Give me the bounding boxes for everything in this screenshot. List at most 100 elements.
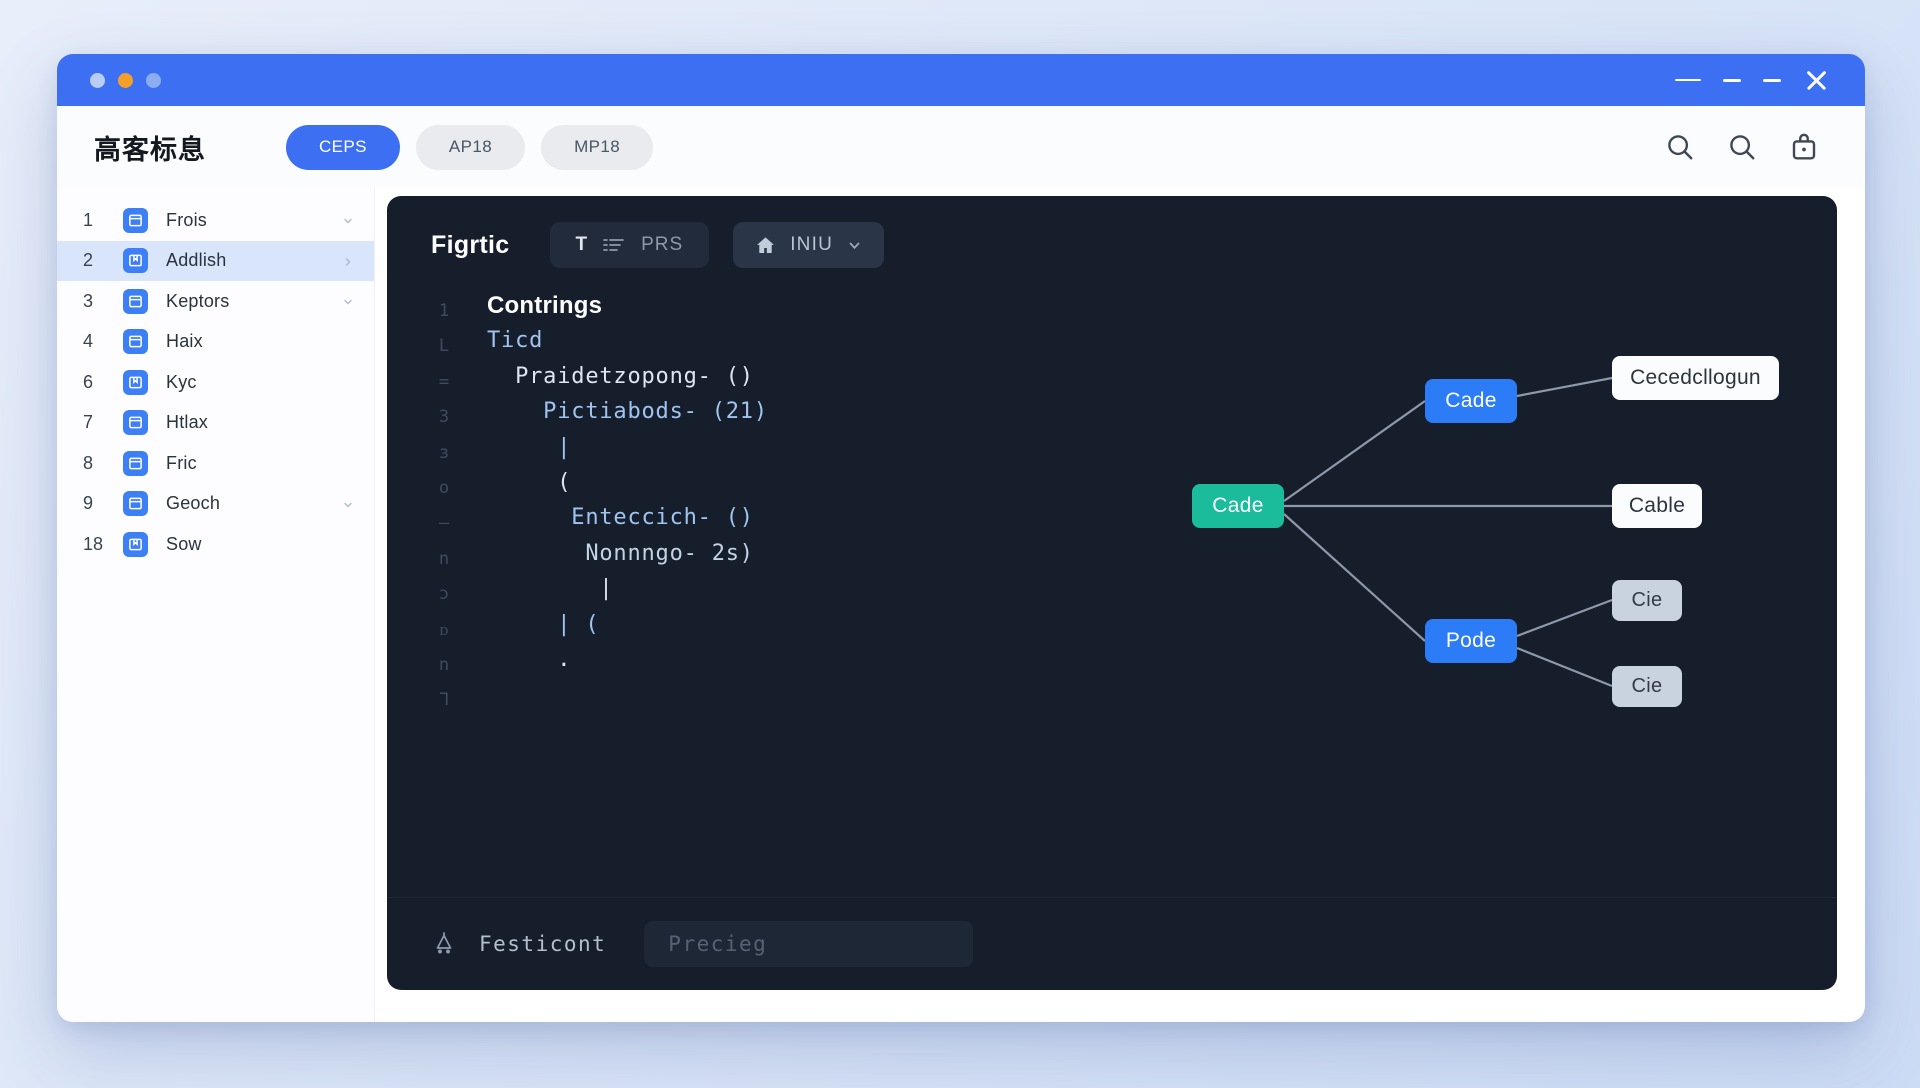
footer-input-placeholder: Precieg	[668, 932, 768, 956]
sidebar-item-haix[interactable]: 4 Haix	[57, 322, 374, 363]
app-body: 1 Frois 2 Addlish 3 Keptors 4 Haix	[57, 188, 1865, 1022]
tree-node-pode[interactable]: Pode	[1425, 619, 1517, 663]
line-number: ᴅ	[439, 619, 449, 640]
home-icon	[755, 235, 776, 256]
sidebar-item-label: Addlish	[166, 250, 227, 271]
editor-panel: Figrtic T PRS	[387, 196, 1837, 990]
line-number: —	[438, 513, 450, 534]
tab-mp18[interactable]: MP18	[541, 124, 654, 170]
sidebar-item-label: Haix	[166, 331, 203, 352]
app-window: 高客标息 CEPS AP18 MP18	[57, 54, 1865, 1022]
minimize-dot-icon[interactable]	[118, 72, 133, 88]
sidebar: 1 Frois 2 Addlish 3 Keptors 4 Haix	[57, 188, 375, 1022]
line-number-gutter: 1 L = 3 з o — n ɔ ᴅ n ᒣ	[431, 294, 457, 719]
bookmark-icon	[123, 369, 148, 395]
window-controls	[1675, 67, 1829, 93]
bag-lock-icon[interactable]	[1789, 132, 1819, 162]
footer-input[interactable]: Precieg	[644, 921, 974, 967]
chevron-right-icon[interactable]	[342, 255, 354, 267]
window-icon	[123, 207, 148, 233]
code-line: Praidetzopong- ()	[487, 363, 754, 389]
row-number: 6	[83, 371, 94, 392]
search-icon[interactable]	[1665, 132, 1695, 162]
search-icon[interactable]	[1727, 132, 1757, 162]
tree-node-root[interactable]: Cade	[1192, 484, 1284, 528]
sidebar-item-geoch[interactable]: 9 Geoch	[57, 484, 374, 525]
tree-node-cie[interactable]: Cie	[1612, 666, 1682, 707]
panel-toolbar: Figrtic T PRS	[387, 196, 1837, 268]
window-icon	[123, 410, 148, 436]
window-icon	[123, 450, 148, 476]
row-number: 8	[83, 452, 94, 473]
chevron-down-icon[interactable]	[342, 498, 354, 510]
tab-ap18[interactable]: AP18	[415, 124, 526, 170]
sidebar-item-label: Sow	[166, 533, 202, 554]
tree-edges	[1283, 376, 1613, 688]
sidebar-item-htlax[interactable]: 7 Htlax	[57, 403, 374, 444]
code-line: | (	[487, 611, 600, 637]
chevron-down-icon[interactable]	[342, 295, 354, 307]
chevron-down-icon[interactable]	[342, 214, 354, 226]
sidebar-item-label: Frois	[166, 209, 207, 230]
traffic-lights	[90, 72, 161, 88]
sidebar-item-addlish[interactable]: 2 Addlish	[57, 240, 374, 281]
title-bar	[57, 54, 1865, 106]
code-line: |	[487, 576, 614, 602]
maximize-icon[interactable]	[1763, 78, 1781, 82]
tab-ceps[interactable]: CEPS	[286, 124, 400, 170]
tree-node-cie[interactable]: Cie	[1612, 580, 1682, 621]
row-number: 18	[83, 533, 104, 554]
sidebar-item-sow[interactable]: 18 Sow	[57, 524, 374, 565]
close-icon[interactable]	[1803, 67, 1829, 93]
code-line: |	[487, 434, 572, 460]
prs-label: PRS	[641, 234, 684, 255]
tree-node-cade[interactable]: Cade	[1425, 379, 1517, 423]
panel-container: Figrtic T PRS	[375, 188, 1865, 1022]
sparkle-icon[interactable]	[431, 931, 457, 957]
close-dot-icon[interactable]	[90, 72, 105, 88]
sidebar-item-keptors[interactable]: 3 Keptors	[57, 281, 374, 322]
tree-node-cable[interactable]: Cable	[1612, 484, 1702, 528]
sidebar-item-label: Htlax	[166, 412, 209, 433]
line-number: ɔ	[438, 584, 450, 605]
line-number: 1	[438, 301, 450, 321]
window-icon	[123, 288, 148, 314]
line-number: з	[438, 442, 450, 463]
sidebar-item-kyc[interactable]: 6 Kyc	[57, 362, 374, 403]
tree-node-cecedcllogun[interactable]: Cecedcllogun	[1612, 356, 1779, 400]
sidebar-item-frois[interactable]: 1 Frois	[57, 200, 374, 241]
window-icon	[123, 491, 148, 517]
header-actions	[1665, 132, 1819, 162]
line-number: n	[438, 548, 450, 569]
footer-label: Festicont	[479, 932, 607, 956]
restore-icon[interactable]	[1723, 78, 1741, 82]
scope-selector[interactable]: INIU	[733, 222, 884, 268]
sidebar-item-fric[interactable]: 8 Fric	[57, 443, 374, 484]
row-number: 7	[83, 412, 94, 433]
panel-title: Figrtic	[431, 230, 510, 259]
chevron-down-icon[interactable]	[847, 238, 862, 253]
line-number: ᒣ	[438, 690, 450, 711]
row-number: 4	[83, 331, 94, 352]
sidebar-item-label: Fric	[166, 452, 197, 473]
code-line: (	[487, 469, 572, 495]
tree-diagram: Cade Cade Pode Cecedcllogun Cable Cie Ci…	[807, 196, 1837, 990]
list-icon[interactable]	[603, 237, 625, 253]
row-number: 2	[83, 250, 94, 271]
code-line: Enteccich- ()	[487, 505, 754, 531]
page-title: 高客标息	[94, 134, 206, 165]
sidebar-item-label: Geoch	[166, 493, 221, 514]
text-tool-label: T	[575, 234, 588, 255]
minimize-icon[interactable]	[1675, 78, 1701, 82]
text-tool-group[interactable]: T PRS	[549, 222, 710, 268]
scope-label: INIU	[790, 234, 833, 255]
maximize-dot-icon[interactable]	[146, 72, 161, 88]
line-number: o	[438, 477, 450, 498]
code-line: Contrings	[487, 292, 603, 319]
bookmark-icon	[123, 531, 148, 557]
sidebar-item-label: Kyc	[166, 371, 197, 392]
line-number: 3	[438, 407, 450, 428]
row-number: 9	[83, 493, 94, 514]
code-line: .	[487, 646, 572, 672]
